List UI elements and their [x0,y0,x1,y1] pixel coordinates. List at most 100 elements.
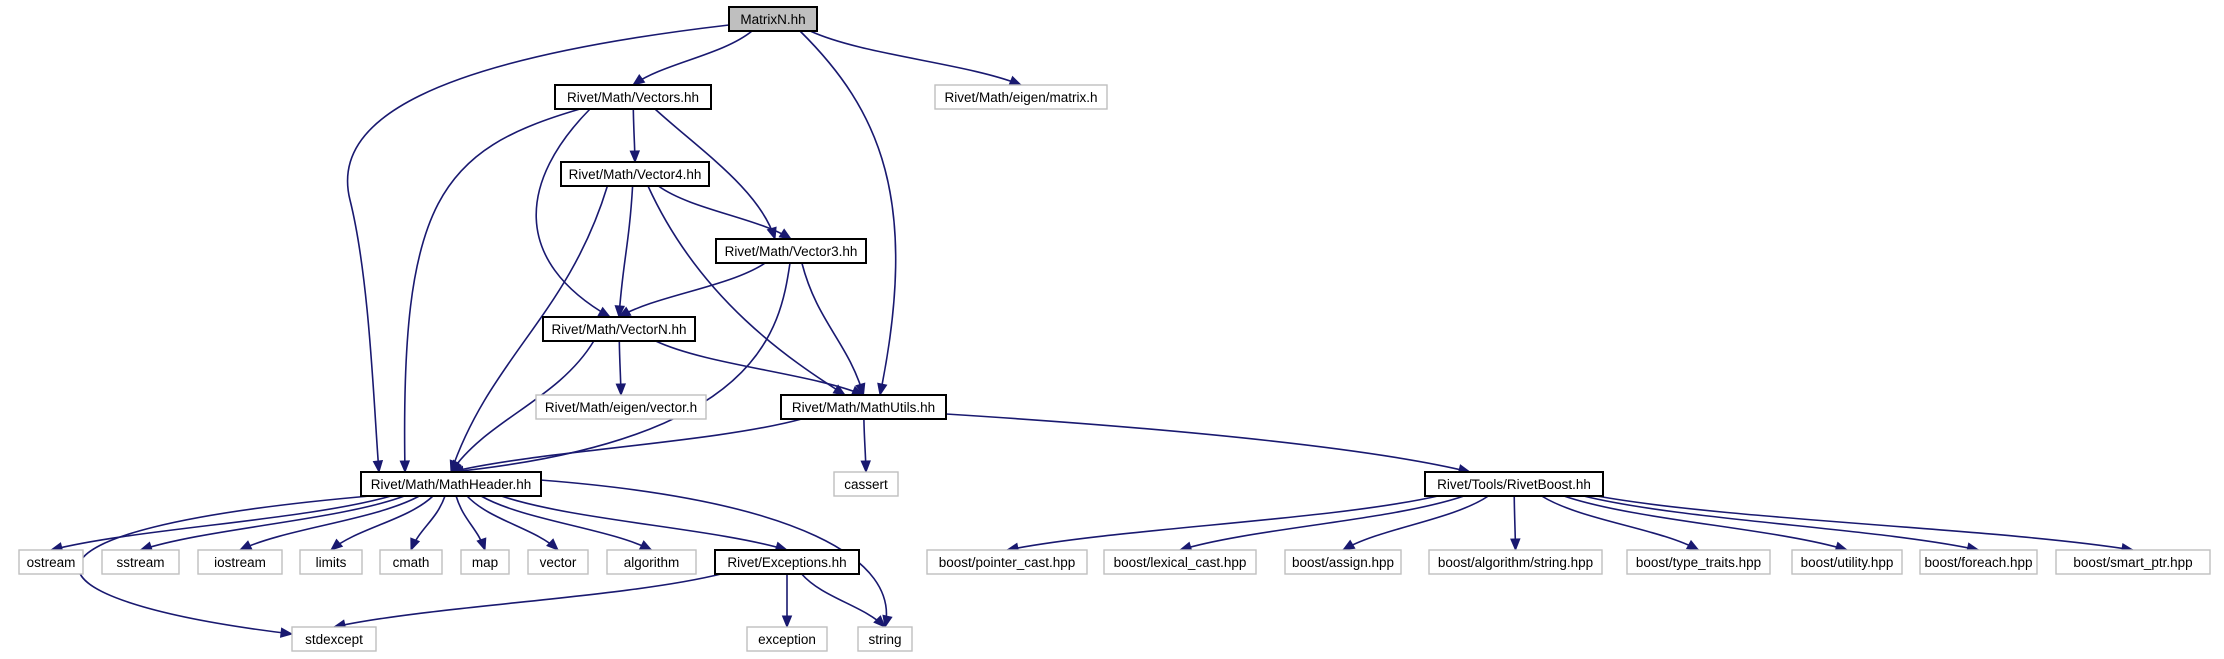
edge-rivetboost-to-foreach [1583,495,1980,553]
arrowhead [329,538,344,551]
node-mathutils[interactable]: Rivet/Math/MathUtils.hh [780,394,947,420]
arrowhead [372,460,384,474]
node-string: string [857,626,913,652]
edge-vector3-to-vectorn [617,262,766,318]
node-label: boost/assign.hpp [1292,555,1394,570]
arrowhead [1685,539,1700,551]
arrowhead [873,615,886,628]
arrowhead [631,73,646,86]
arrowhead [855,382,866,397]
node-box [1919,549,2038,575]
node-box [714,549,860,575]
node-label: boost/foreach.hpp [1924,555,2032,570]
node-label: boost/utility.hpp [1801,555,1894,570]
node-vectors[interactable]: Rivet/Math/Vectors.hh [554,84,712,110]
edge-vector4-to-vectorn [614,185,634,319]
edge-matrixn-to-vectors [631,30,753,86]
node-eigen-vector: Rivet/Math/eigen/vector.h [535,394,707,420]
node-label: iostream [214,555,266,570]
node-box [554,84,712,110]
node-box [379,549,443,575]
node-box [2055,549,2211,575]
node-label: Rivet/Math/eigen/matrix.h [944,90,1097,105]
edge-vectorn-to-eigen_vector [615,340,627,397]
node-label: Rivet/Math/Vector4.hh [569,167,702,182]
arrowhead [629,150,641,164]
arrowhead [1008,75,1023,86]
node-box [833,471,899,497]
node-cassert: cassert [833,471,899,497]
node-eigen-matrix: Rivet/Math/eigen/matrix.h [934,84,1108,110]
node-box [542,316,696,342]
node-box [535,394,707,420]
node-iostream: iostream [197,549,283,575]
arrowhead [399,460,411,474]
edge-rivetboost-to-smart_ptr [1596,495,2135,554]
edge-vector4-to-vector3 [657,185,793,240]
arrowhead [781,615,793,629]
edge-mathutils-to-cassert [860,418,871,474]
node-box [1626,549,1771,575]
node-rivetboost[interactable]: Rivet/Tools/RivetBoost.hh [1424,471,1604,497]
node-box [606,549,697,575]
node-box [560,161,710,187]
edge-rivetboost-to-utility [1563,495,1849,552]
arrowhead [877,382,888,397]
node-label: map [472,555,498,570]
node-map: map [460,549,510,575]
node-label: string [868,632,901,647]
edge-matrixn-to-eigen_matrix [809,30,1023,86]
node-label: boost/lexical_cast.hpp [1114,555,1247,570]
edge-mathutils-to-rivetboost [945,413,1472,475]
node-foreach: boost/foreach.hpp [1919,549,2038,575]
node-lexical-cast: boost/lexical_cast.hpp [1103,549,1257,575]
node-matrixn[interactable]: MatrixN.hh [728,6,818,32]
node-vector3[interactable]: Rivet/Math/Vector3.hh [715,238,867,264]
node-label: ostream [27,555,76,570]
edges-layer [49,24,2135,638]
edge-vector3-to-mathutils [801,262,866,397]
edge-rivetboost-to-pointer_cast [1005,495,1439,553]
node-box [291,626,377,652]
node-stdexcept: stdexcept [291,626,377,652]
node-box [934,84,1108,110]
edge-mathheader-to-string [539,479,893,629]
edge-vectors-to-mathheader [399,108,581,474]
edge-mathheader-to-vector [466,495,559,551]
node-smart-ptr: boost/smart_ptr.hpp [2055,549,2211,575]
node-box [1428,549,1603,575]
node-box [527,549,589,575]
node-exceptions[interactable]: Rivet/Exceptions.hh [714,549,860,575]
node-label: exception [758,632,816,647]
node-label: Rivet/Math/Vectors.hh [567,90,699,105]
node-utility: boost/utility.hpp [1791,549,1903,575]
arrowhead [597,306,612,318]
node-vectorn[interactable]: Rivet/Math/VectorN.hh [542,316,696,342]
edge-mathheader-to-map [455,495,487,552]
node-algo-string: boost/algorithm/string.hpp [1428,549,1603,575]
node-exception: exception [746,626,828,652]
node-box [780,394,947,420]
node-label: boost/pointer_cast.hpp [939,555,1076,570]
node-label: limits [316,555,347,570]
node-box [926,549,1088,575]
node-label: sstream [116,555,164,570]
node-box [1791,549,1903,575]
node-label: stdexcept [305,632,363,647]
edge-mathheader-to-sstream [139,495,405,552]
arrowhead [1510,538,1521,552]
node-vector4[interactable]: Rivet/Math/Vector4.hh [560,161,710,187]
arrowhead [238,540,253,551]
arrowhead [476,537,487,552]
node-label: Rivet/Tools/RivetBoost.hh [1437,477,1591,492]
node-box [101,549,180,575]
node-label: vector [540,555,577,570]
node-label: boost/smart_ptr.hpp [2073,555,2192,570]
node-box [857,626,913,652]
edge-vector4-to-mathutils [647,185,847,396]
node-label: Rivet/Exceptions.hh [727,555,846,570]
node-mathheader[interactable]: Rivet/Math/MathHeader.hh [360,471,542,497]
node-label: Rivet/Math/eigen/vector.h [545,400,697,415]
